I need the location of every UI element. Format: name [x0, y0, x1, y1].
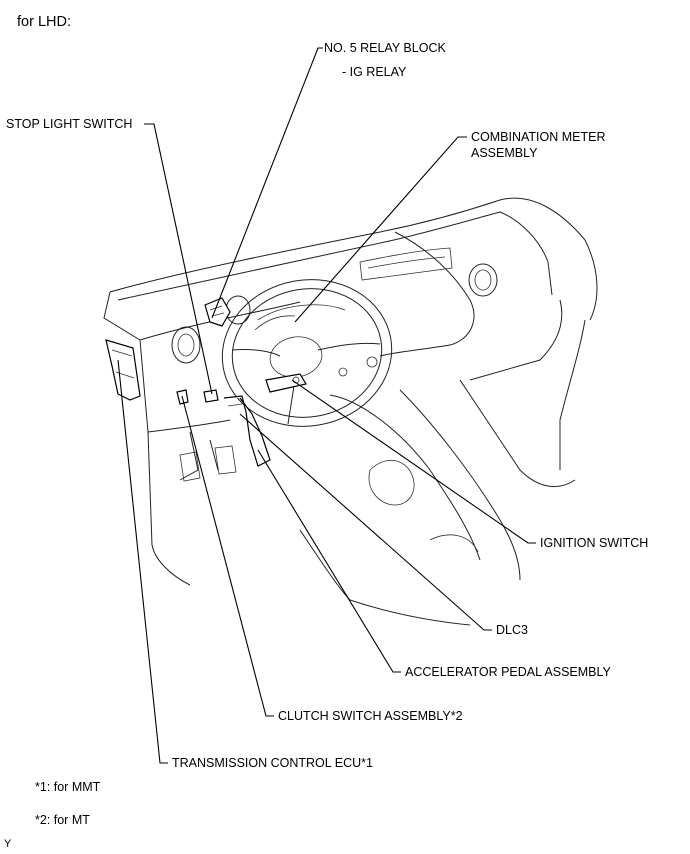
- label-ig-relay: - IG RELAY: [342, 65, 407, 79]
- label-combination-meter: COMBINATION METER: [471, 130, 606, 144]
- label-transmission-control-ecu: TRANSMISSION CONTROL ECU*1: [172, 756, 373, 770]
- page-heading: for LHD:: [17, 14, 71, 30]
- footnote-1: *1: for MMT: [35, 780, 101, 794]
- stop-light-switch-part: [203, 389, 219, 403]
- label-clutch-switch: CLUTCH SWITCH ASSEMBLY*2: [278, 709, 463, 723]
- label-ignition-switch: IGNITION SWITCH: [540, 536, 649, 550]
- label-relay-block: NO. 5 RELAY BLOCK: [324, 41, 446, 55]
- footnote-2: *2: for MT: [35, 813, 90, 827]
- steering-wheel: [221, 279, 393, 427]
- label-stop-light-switch: STOP LIGHT SWITCH: [6, 117, 133, 131]
- corner-mark: Y: [4, 838, 12, 850]
- label-accelerator-pedal: ACCELERATOR PEDAL ASSEMBLY: [405, 665, 611, 679]
- accelerator-pedal-part: [223, 395, 271, 467]
- label-dlc3: DLC3: [496, 623, 528, 637]
- dashboard-outline: [103, 197, 598, 626]
- ignition-switch-part: [265, 373, 307, 393]
- tcu-part: [105, 339, 141, 401]
- leader-lines: [117, 47, 536, 764]
- label-combination-meter-line2: ASSEMBLY: [471, 146, 538, 160]
